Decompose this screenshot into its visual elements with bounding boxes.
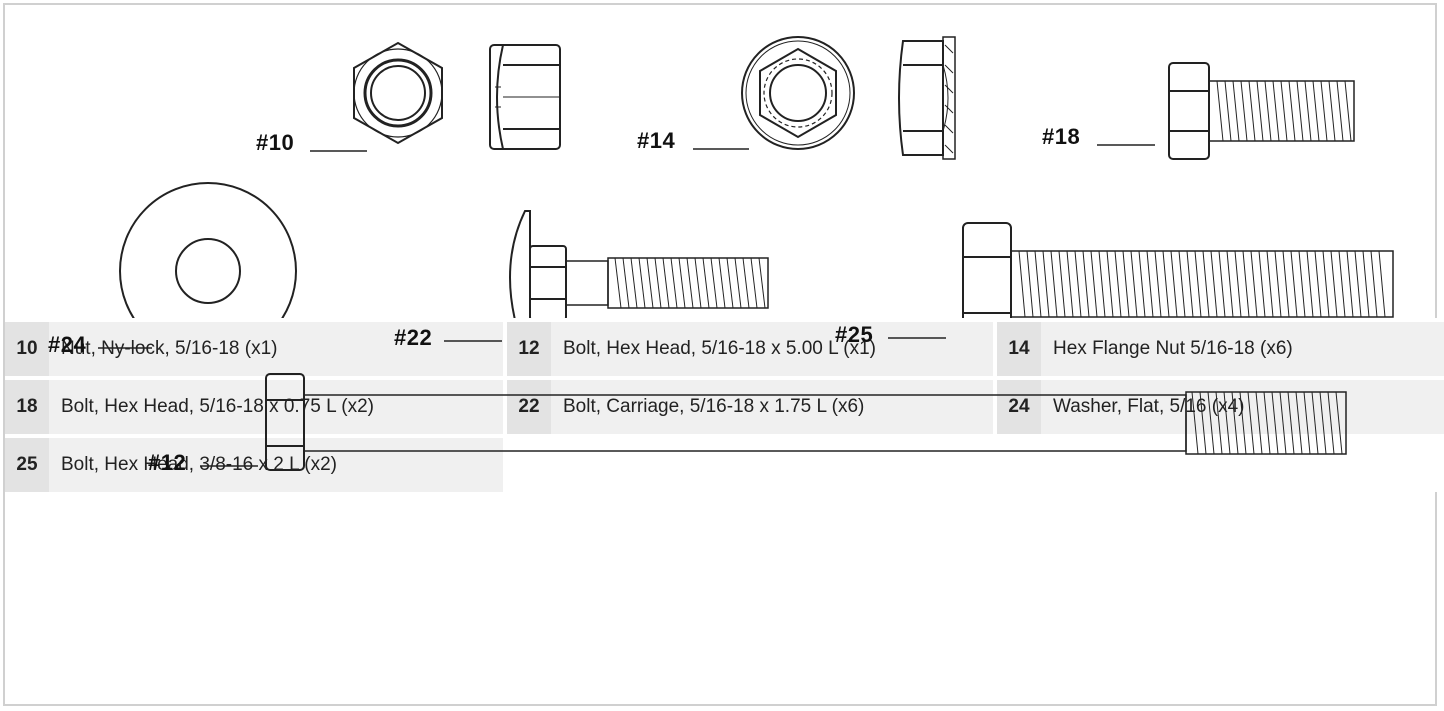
legend-part-number: 14: [997, 318, 1041, 378]
label-part-12: #12: [148, 450, 187, 475]
legend-part-number: 18: [5, 376, 49, 436]
large-hex-bolt-drawing: [962, 222, 1394, 318]
hardware-drawing: [119, 36, 1394, 318]
legend-empty-cell: [507, 434, 551, 492]
flat-washer-drawing: [119, 182, 297, 318]
label-part-10: #10: [256, 130, 295, 155]
label-part-25: #25: [835, 322, 874, 347]
legend-empty-cell: [1041, 434, 1444, 492]
label-part-24: #24: [48, 332, 87, 357]
label-part-22: #22: [394, 325, 433, 350]
label-part-14: #14: [637, 128, 676, 153]
flange-nut-front-drawing: [741, 36, 855, 150]
label-part-18: #18: [1042, 124, 1081, 149]
nyloc-nut-front-drawing: [353, 41, 443, 145]
legend-part-description: Hex Flange Nut 5/16-18 (x6): [1041, 318, 1444, 378]
short-hex-bolt-drawing: [1168, 62, 1355, 160]
carriage-bolt-drawing: [509, 210, 769, 318]
legend-empty-cell: [997, 434, 1041, 492]
legend-part-number: 10: [5, 318, 49, 378]
flange-nut-side-drawing: [898, 36, 956, 160]
legend-part-description: Bolt, Carriage, 5/16-18 x 1.75 L (x6): [551, 376, 993, 436]
legend-part-description: Nut, Ny-lock, 5/16-18 (x1): [49, 318, 503, 378]
legend-separator: [503, 318, 507, 378]
nyloc-nut-side-drawing: [489, 44, 561, 150]
legend-part-number: 22: [507, 376, 551, 436]
legend-empty-cell: [551, 434, 993, 492]
hardware-drawing-lower: [5, 5, 1439, 318]
legend-part-description: Washer, Flat, 5/16 (x4): [1041, 376, 1444, 436]
legend-separator: [993, 318, 997, 378]
hardware-diagram: [5, 5, 1439, 318]
legend-part-description: Bolt, Hex Head, 5/16-18 x 5.00 L (x1): [551, 318, 993, 378]
legend-part-number: 24: [997, 376, 1041, 436]
legend-part-number: 12: [507, 318, 551, 378]
legend-part-description: Bolt, Hex Head, 5/16-18 x 0.75 L (x2): [49, 376, 503, 436]
legend-part-number: 25: [5, 434, 49, 492]
legend-part-description: Bolt, Hex Head, 3/8-16 x 2 L (x2): [49, 434, 503, 492]
